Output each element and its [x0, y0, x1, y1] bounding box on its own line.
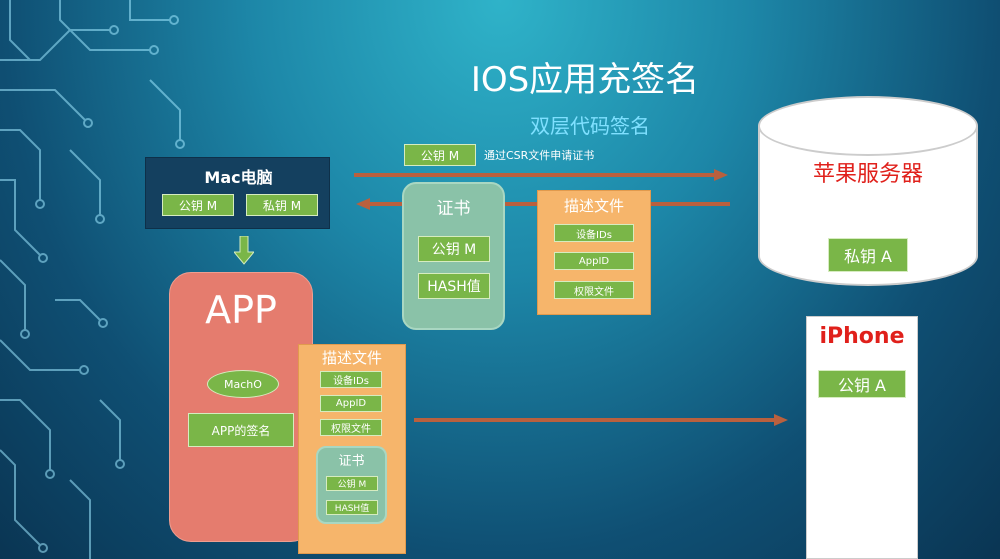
- circuit-decoration: [0, 0, 185, 559]
- app-profile-device-ids: 设备IDs: [320, 371, 382, 388]
- app-certificate-box: 证书 公钥 M HASH值: [316, 446, 387, 524]
- app-box: [169, 272, 313, 542]
- app-profile-entitlements: 权限文件: [320, 419, 382, 436]
- certificate-hash: HASH值: [418, 273, 490, 299]
- profile-title: 描述文件: [563, 197, 624, 215]
- csr-public-key: 公钥 M: [404, 144, 476, 166]
- app-certificate-title: 证书: [338, 454, 365, 469]
- app-macho: MachO: [207, 370, 279, 398]
- app-certificate-hash: HASH值: [326, 500, 378, 515]
- iphone-public-key: 公钥 A: [818, 370, 906, 398]
- app-title: APP: [205, 288, 277, 332]
- profile-box: 描述文件 设备IDs AppID 权限文件: [537, 190, 651, 315]
- server-private-key: 私钥 A: [828, 238, 908, 272]
- app-certificate-public-key: 公钥 M: [326, 476, 378, 491]
- profile-app-id: AppID: [554, 252, 634, 270]
- apple-server-title: 苹果服务器: [812, 162, 923, 187]
- profile-entitlements: 权限文件: [554, 281, 634, 299]
- certificate-box: 证书 公钥 M HASH值: [402, 182, 505, 330]
- app-profile-box: 描述文件 设备IDs AppID 权限文件: [298, 344, 406, 554]
- mac-computer-box: Mac电脑 公钥 M 私钥 M: [145, 157, 330, 229]
- mac-private-key: 私钥 M: [246, 194, 318, 216]
- app-signature: APP的签名: [188, 413, 294, 447]
- diagram-title: IOS应用充签名: [470, 60, 700, 100]
- mac-to-app-arrow: [234, 236, 254, 265]
- certificate-title: 证书: [436, 199, 471, 219]
- iphone-box: [806, 316, 918, 559]
- iphone-title: iPhone: [819, 324, 905, 349]
- mac-public-key: 公钥 M: [162, 194, 234, 216]
- mac-title: Mac电脑: [204, 168, 273, 187]
- mac-to-server-arrow: [354, 169, 728, 181]
- certificate-public-key: 公钥 M: [418, 236, 490, 262]
- csr-note-text: 通过CSR文件申请证书: [484, 149, 595, 162]
- app-profile-app-id: AppID: [320, 395, 382, 412]
- diagram-subtitle: 双层代码签名: [530, 114, 650, 138]
- app-profile-title: 描述文件: [321, 349, 382, 367]
- profile-device-ids: 设备IDs: [554, 224, 634, 242]
- apple-server-top: [758, 96, 978, 156]
- app-to-iphone-arrow: [414, 414, 788, 426]
